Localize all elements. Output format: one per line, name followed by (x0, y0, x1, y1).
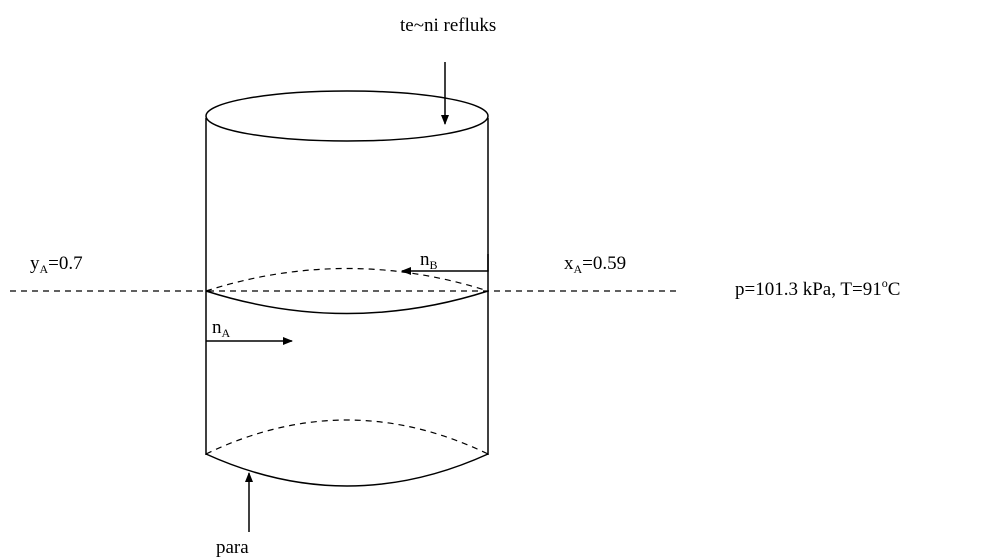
flux-a-var: n (212, 317, 222, 338)
vapor-fraction-sub: A (39, 262, 49, 276)
conditions-degree: o (881, 276, 888, 290)
vapor-label: para (216, 538, 249, 557)
vapor-label-text: para (216, 537, 249, 558)
flux-b-sub: B (429, 258, 438, 272)
flux-b-var: n (420, 249, 430, 270)
vapor-fraction-value: =0.7 (48, 253, 83, 274)
liquid-fraction-var: x (564, 253, 574, 274)
flux-b-arrow (401, 254, 489, 275)
reflux-label-text: te~ni refluks (400, 15, 497, 36)
bottom-front-arc (205, 453, 489, 487)
conditions-prefix: p=101.3 kPa, T=91 (735, 279, 882, 300)
vapor-fraction-var: y (30, 253, 40, 274)
bottom-back-arc (205, 419, 489, 455)
conditions-unit: C (887, 279, 901, 300)
flux-b-label: nB (420, 249, 438, 272)
interface-front-arc (205, 290, 489, 315)
liquid-fraction-label: xA=0.59 (564, 253, 627, 276)
conditions-label: p=101.3 kPa, T=91oC (735, 277, 901, 300)
flux-a-sub: A (221, 326, 231, 340)
reflux-label: te~ni refluks (400, 16, 496, 35)
column-top-ellipse (205, 90, 489, 142)
liquid-fraction-value: =0.59 (582, 253, 627, 274)
interface-back-arc (205, 267, 489, 292)
flux-a-label: nA (212, 317, 231, 340)
liquid-fraction-sub: A (573, 262, 583, 276)
vapor-fraction-label: yA=0.7 (30, 253, 83, 276)
